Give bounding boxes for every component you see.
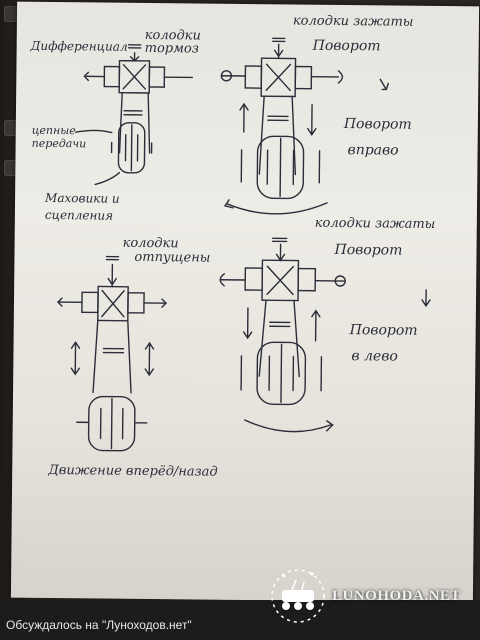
diagram-bottom-right [219, 237, 431, 433]
label-brake-shoes: колодки тормоз [144, 27, 201, 57]
diagram-top-right [220, 37, 389, 215]
footer-caption: Обсуждалось на "Луноходов.нет" [6, 618, 192, 632]
label-turn-top: Поворот [312, 37, 381, 55]
diagram-bottom-left [56, 255, 167, 452]
label-differential: Дифференциал [30, 38, 128, 54]
logo-text: LUNOHODA.NET [332, 588, 461, 604]
label-chain-gears: цепные передачи [31, 123, 87, 151]
label-flywheels-clutch: Маховики и сцепления [44, 190, 120, 223]
label-shoes-released-1: колодки [122, 235, 179, 252]
label-turn-left-2: в лево [351, 348, 398, 365]
sketch-lines [56, 37, 431, 452]
diagram-top-left [75, 44, 194, 186]
label-shoes-clamped-top: колодки зажаты [292, 13, 414, 30]
footer-bar [0, 600, 480, 640]
label-turn-bottom: Поворот [334, 241, 403, 259]
label-turn-right-2: вправо [347, 142, 399, 159]
label-shoes-released-2: отпущены [134, 249, 211, 266]
label-motion: Движение вперёд/назад [48, 462, 218, 480]
lunohod-logo-icon [271, 569, 325, 623]
label-shoes-clamped-bottom: колодки зажаты [314, 215, 436, 232]
label-turn-right-1: Поворот [343, 116, 412, 133]
label-turn-left-1: Поворот [349, 322, 418, 339]
sketch-drawing: Дифференциал колодки тормоз колодки зажа… [11, 2, 479, 603]
